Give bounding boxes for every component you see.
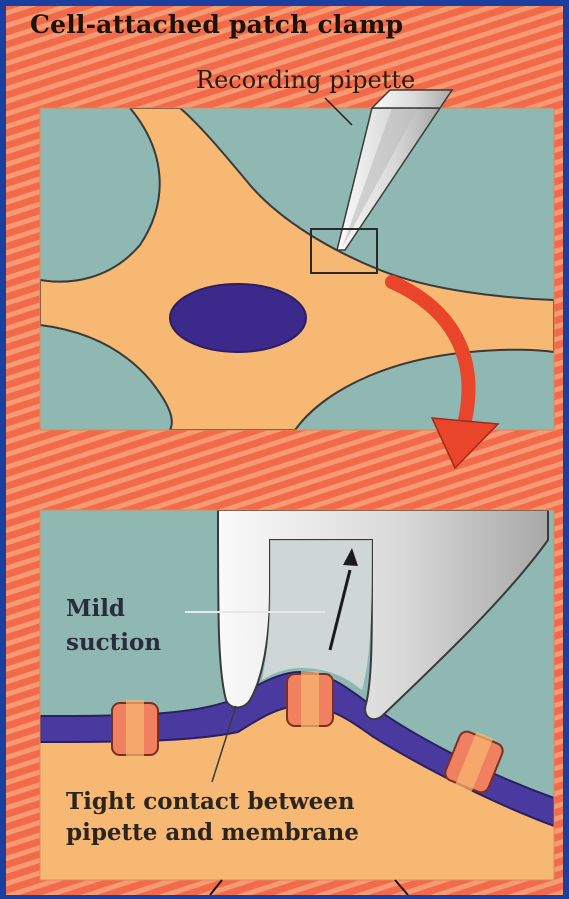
- label-mild-suction: Mild suction: [66, 592, 161, 660]
- label-recording-pipette: Recording pipette: [196, 66, 415, 94]
- label-mild-suction-line2: suction: [66, 626, 161, 660]
- nucleus: [170, 284, 306, 352]
- label-tight-contact-line1: Tight contact between: [66, 786, 536, 817]
- label-tight-contact: Tight contact between pipette and membra…: [66, 786, 536, 848]
- ion-channel-left: [112, 700, 158, 758]
- ion-channel-center: [287, 671, 333, 729]
- figure-title: Cell-attached patch clamp: [30, 10, 403, 39]
- label-tight-contact-line2: pipette and membrane: [66, 817, 536, 848]
- label-mild-suction-line1: Mild: [66, 592, 161, 626]
- top-panel: [40, 108, 554, 430]
